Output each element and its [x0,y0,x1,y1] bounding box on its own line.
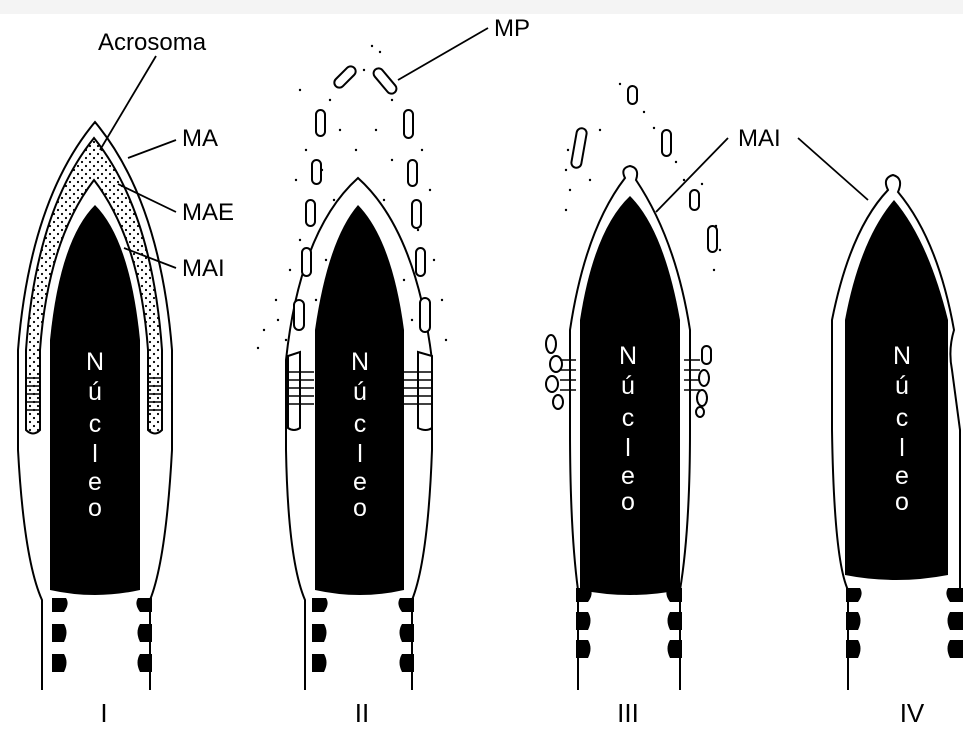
nucleus-letter: o [621,488,635,516]
nucleus-letter: ú [895,372,909,400]
label-acrosoma: Acrosoma [98,29,207,56]
nucleus-letter: c [622,404,635,432]
nucleus-letter: l [899,434,905,462]
nucleus-letter: e [88,468,102,496]
panel-label-1: I [100,698,107,728]
leader-mai-2b [798,138,868,200]
panel-label-3: III [617,698,639,728]
nucleus-letter: o [895,488,909,516]
nucleus-letter: ú [88,378,102,406]
panel-4-centrioles [846,588,963,658]
leader-mp [398,28,488,80]
nucleus-letter: ú [621,372,635,400]
leader-ma [128,140,176,158]
nucleus-letter: l [92,440,98,468]
panel-2-equatorial-left [288,352,300,430]
panel-1-centrioles [52,598,152,672]
label-mai-1: MAI [182,255,225,282]
nucleus-letter: c [896,404,909,432]
nucleus-letter: l [625,434,631,462]
nucleus-letter: ú [353,378,367,406]
label-mai-2: MAI [738,125,781,152]
panel-1-sperm-head [18,122,172,690]
panel-2-equatorial-right [418,352,432,430]
label-ma: MA [182,125,218,152]
panel-2-centrioles [312,598,414,672]
panel-3-centrioles [576,588,682,658]
nucleus-letter: N [893,342,911,370]
label-mp: MP [494,15,530,42]
label-mae: MAE [182,199,234,226]
nucleus-letter: c [89,410,102,438]
leader-acrosoma [100,56,156,150]
nucleus-letter: o [353,494,367,522]
nucleus-letter: c [354,410,367,438]
nucleus-letter: e [621,462,635,490]
panel-4-sperm-head [832,175,963,690]
nucleus-letter: l [357,440,363,468]
panel-label-4: IV [900,698,925,728]
panel-label-2: II [355,698,369,728]
nucleus-letter: e [353,468,367,496]
nucleus-letter: N [619,342,637,370]
nucleus-letter: o [88,494,102,522]
nucleus-letter: N [351,348,369,376]
nucleus-letter: e [895,462,909,490]
nucleus-letter: N [86,348,104,376]
